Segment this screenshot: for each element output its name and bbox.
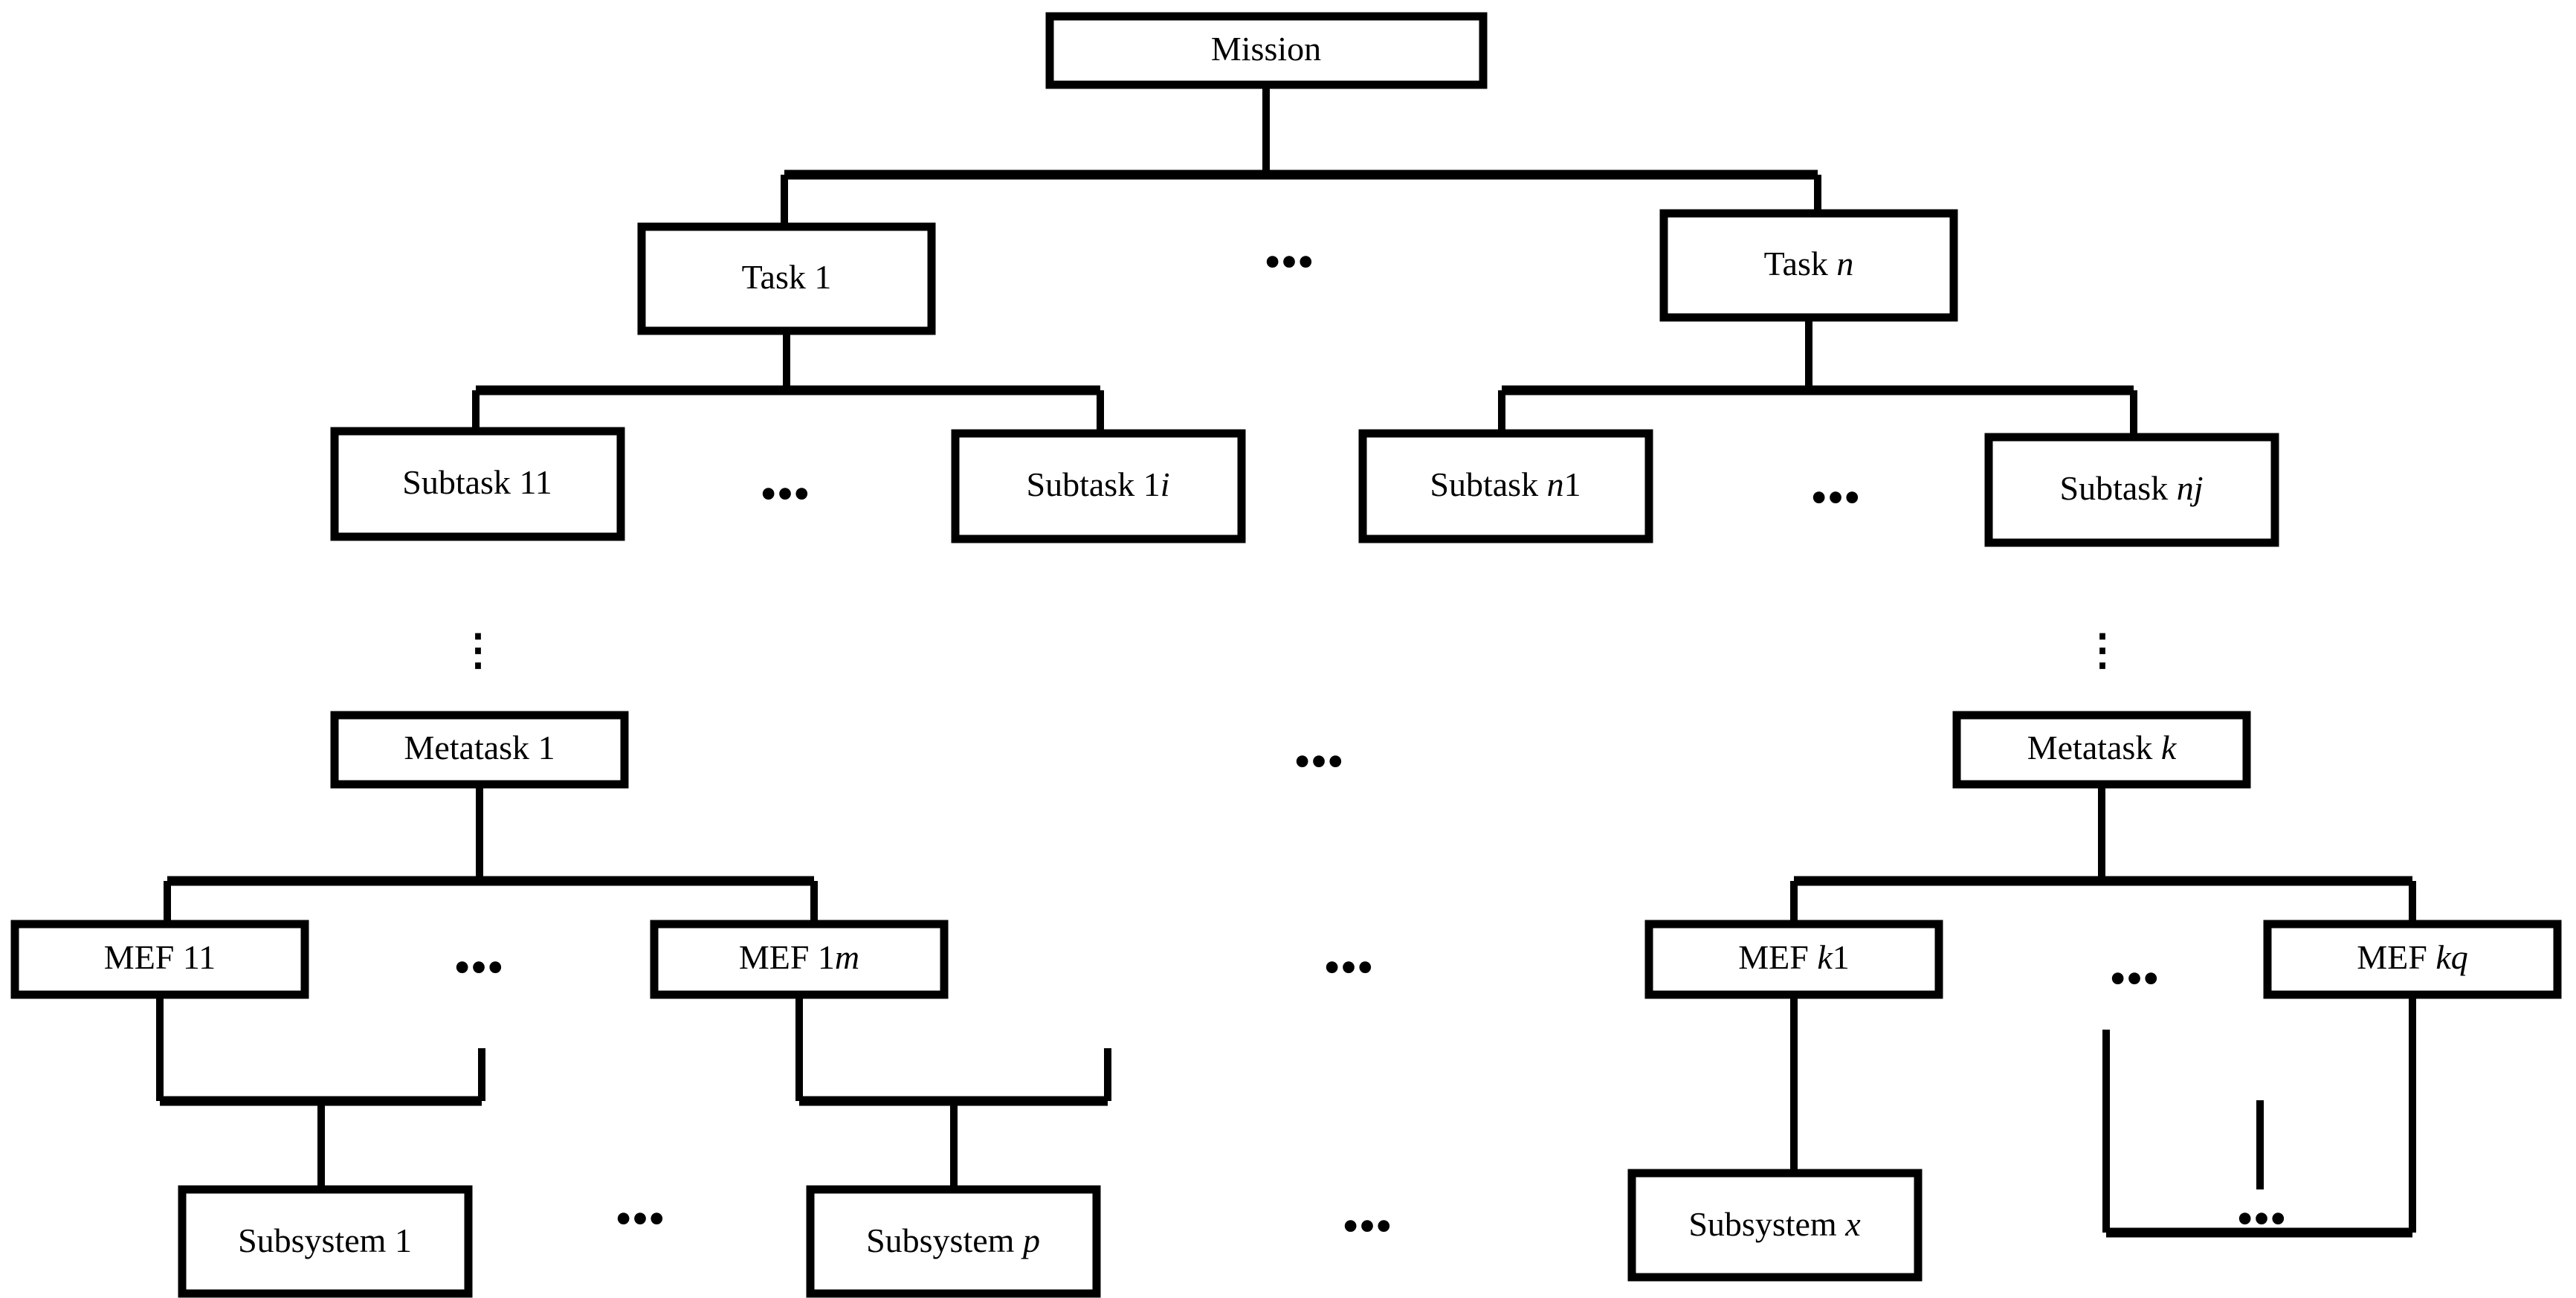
mef-1m-box[interactable] xyxy=(650,920,949,999)
mef-kq-box[interactable] xyxy=(2263,920,2562,999)
node-mef-k1[interactable]: MEF k1 xyxy=(1644,920,1943,999)
node-task-1[interactable]: Task 1 xyxy=(637,222,936,335)
node-subtask-11[interactable]: Subtask 11 xyxy=(330,427,625,541)
subsystem-x-box[interactable] xyxy=(1627,1169,1923,1282)
vertical-ellipsis-left-icon: ⋮ xyxy=(456,625,500,674)
node-subsystem-x[interactable]: Subsystem x xyxy=(1627,1169,1923,1282)
metatask-k-label: Metatask k xyxy=(2027,729,2178,766)
subsystem-1-box[interactable] xyxy=(178,1185,473,1298)
task-row-ellipsis-icon: ••• xyxy=(1265,237,1315,285)
task-n-label: Task n xyxy=(1764,245,1854,282)
mef-left-ellipsis-icon: ••• xyxy=(455,943,505,991)
subsystem-mid-ellipsis-icon: ••• xyxy=(1343,1201,1393,1250)
node-mef-11[interactable]: MEF 11 xyxy=(10,920,309,999)
mef-1m-label: MEF 1m xyxy=(739,938,859,976)
subsystem-1-label: Subsystem 1 xyxy=(238,1221,412,1259)
mef-11-label: MEF 11 xyxy=(104,938,216,976)
node-subtask-1i[interactable]: Subtask 1i xyxy=(951,429,1246,543)
node-mef-1m[interactable]: MEF 1m xyxy=(650,920,949,999)
subsystem-left-ellipsis-icon: ••• xyxy=(616,1194,666,1242)
vertical-ellipsis-right-icon: ⋮ xyxy=(2081,625,2124,674)
subsystem-x-label: Subsystem x xyxy=(1688,1205,1861,1243)
node-task-n[interactable]: Task n xyxy=(1659,209,1958,322)
node-subsystem-1[interactable]: Subsystem 1 xyxy=(178,1185,473,1298)
mef-right-ellipsis-icon: ••• xyxy=(2111,954,2160,1002)
subsystem-right-ellipsis-icon: ••• xyxy=(2238,1194,2288,1242)
mef-kq-label: MEF kq xyxy=(2357,938,2468,976)
subtask-nj-label: Subtask nj xyxy=(2060,469,2204,507)
task-1-label: Task 1 xyxy=(742,258,832,296)
mef-mid-ellipsis-icon: ••• xyxy=(1325,943,1375,991)
subtask-11-label: Subtask 11 xyxy=(402,463,552,501)
subtask-n1-label: Subtask n1 xyxy=(1430,465,1581,503)
subtask-1i-box[interactable] xyxy=(951,429,1246,543)
node-subtask-n1[interactable]: Subtask n1 xyxy=(1358,429,1653,543)
subtask-n1-box[interactable] xyxy=(1358,429,1653,543)
subtask-right-ellipsis-icon: ••• xyxy=(1812,473,1862,521)
metatask-1-label: Metatask 1 xyxy=(404,729,555,766)
mef-k1-label: MEF k1 xyxy=(1738,938,1850,976)
node-metatask-k[interactable]: Metatask k xyxy=(1952,711,2251,789)
subtask-nj-box[interactable] xyxy=(1984,433,2279,547)
node-mef-kq[interactable]: MEF kq xyxy=(2263,920,2562,999)
node-subsystem-p[interactable]: Subsystem p xyxy=(806,1185,1101,1298)
mission-label: Mission xyxy=(1211,30,1321,68)
subtask-left-ellipsis-icon: ••• xyxy=(761,469,811,517)
node-mission[interactable]: Mission xyxy=(1045,12,1488,89)
subtask-11-box[interactable] xyxy=(330,427,625,541)
metatask-row-ellipsis-icon: ••• xyxy=(1295,737,1345,785)
metatask-k-box[interactable] xyxy=(1952,711,2251,789)
subtask-1i-label: Subtask 1i xyxy=(1027,465,1170,503)
mef-k1-box[interactable] xyxy=(1644,920,1943,999)
node-metatask-1[interactable]: Metatask 1 xyxy=(330,711,629,789)
subsystem-p-label: Subsystem p xyxy=(866,1221,1040,1259)
node-subtask-nj[interactable]: Subtask nj xyxy=(1984,433,2279,547)
subsystem-p-box[interactable] xyxy=(806,1185,1101,1298)
task-n-box[interactable] xyxy=(1659,209,1958,322)
